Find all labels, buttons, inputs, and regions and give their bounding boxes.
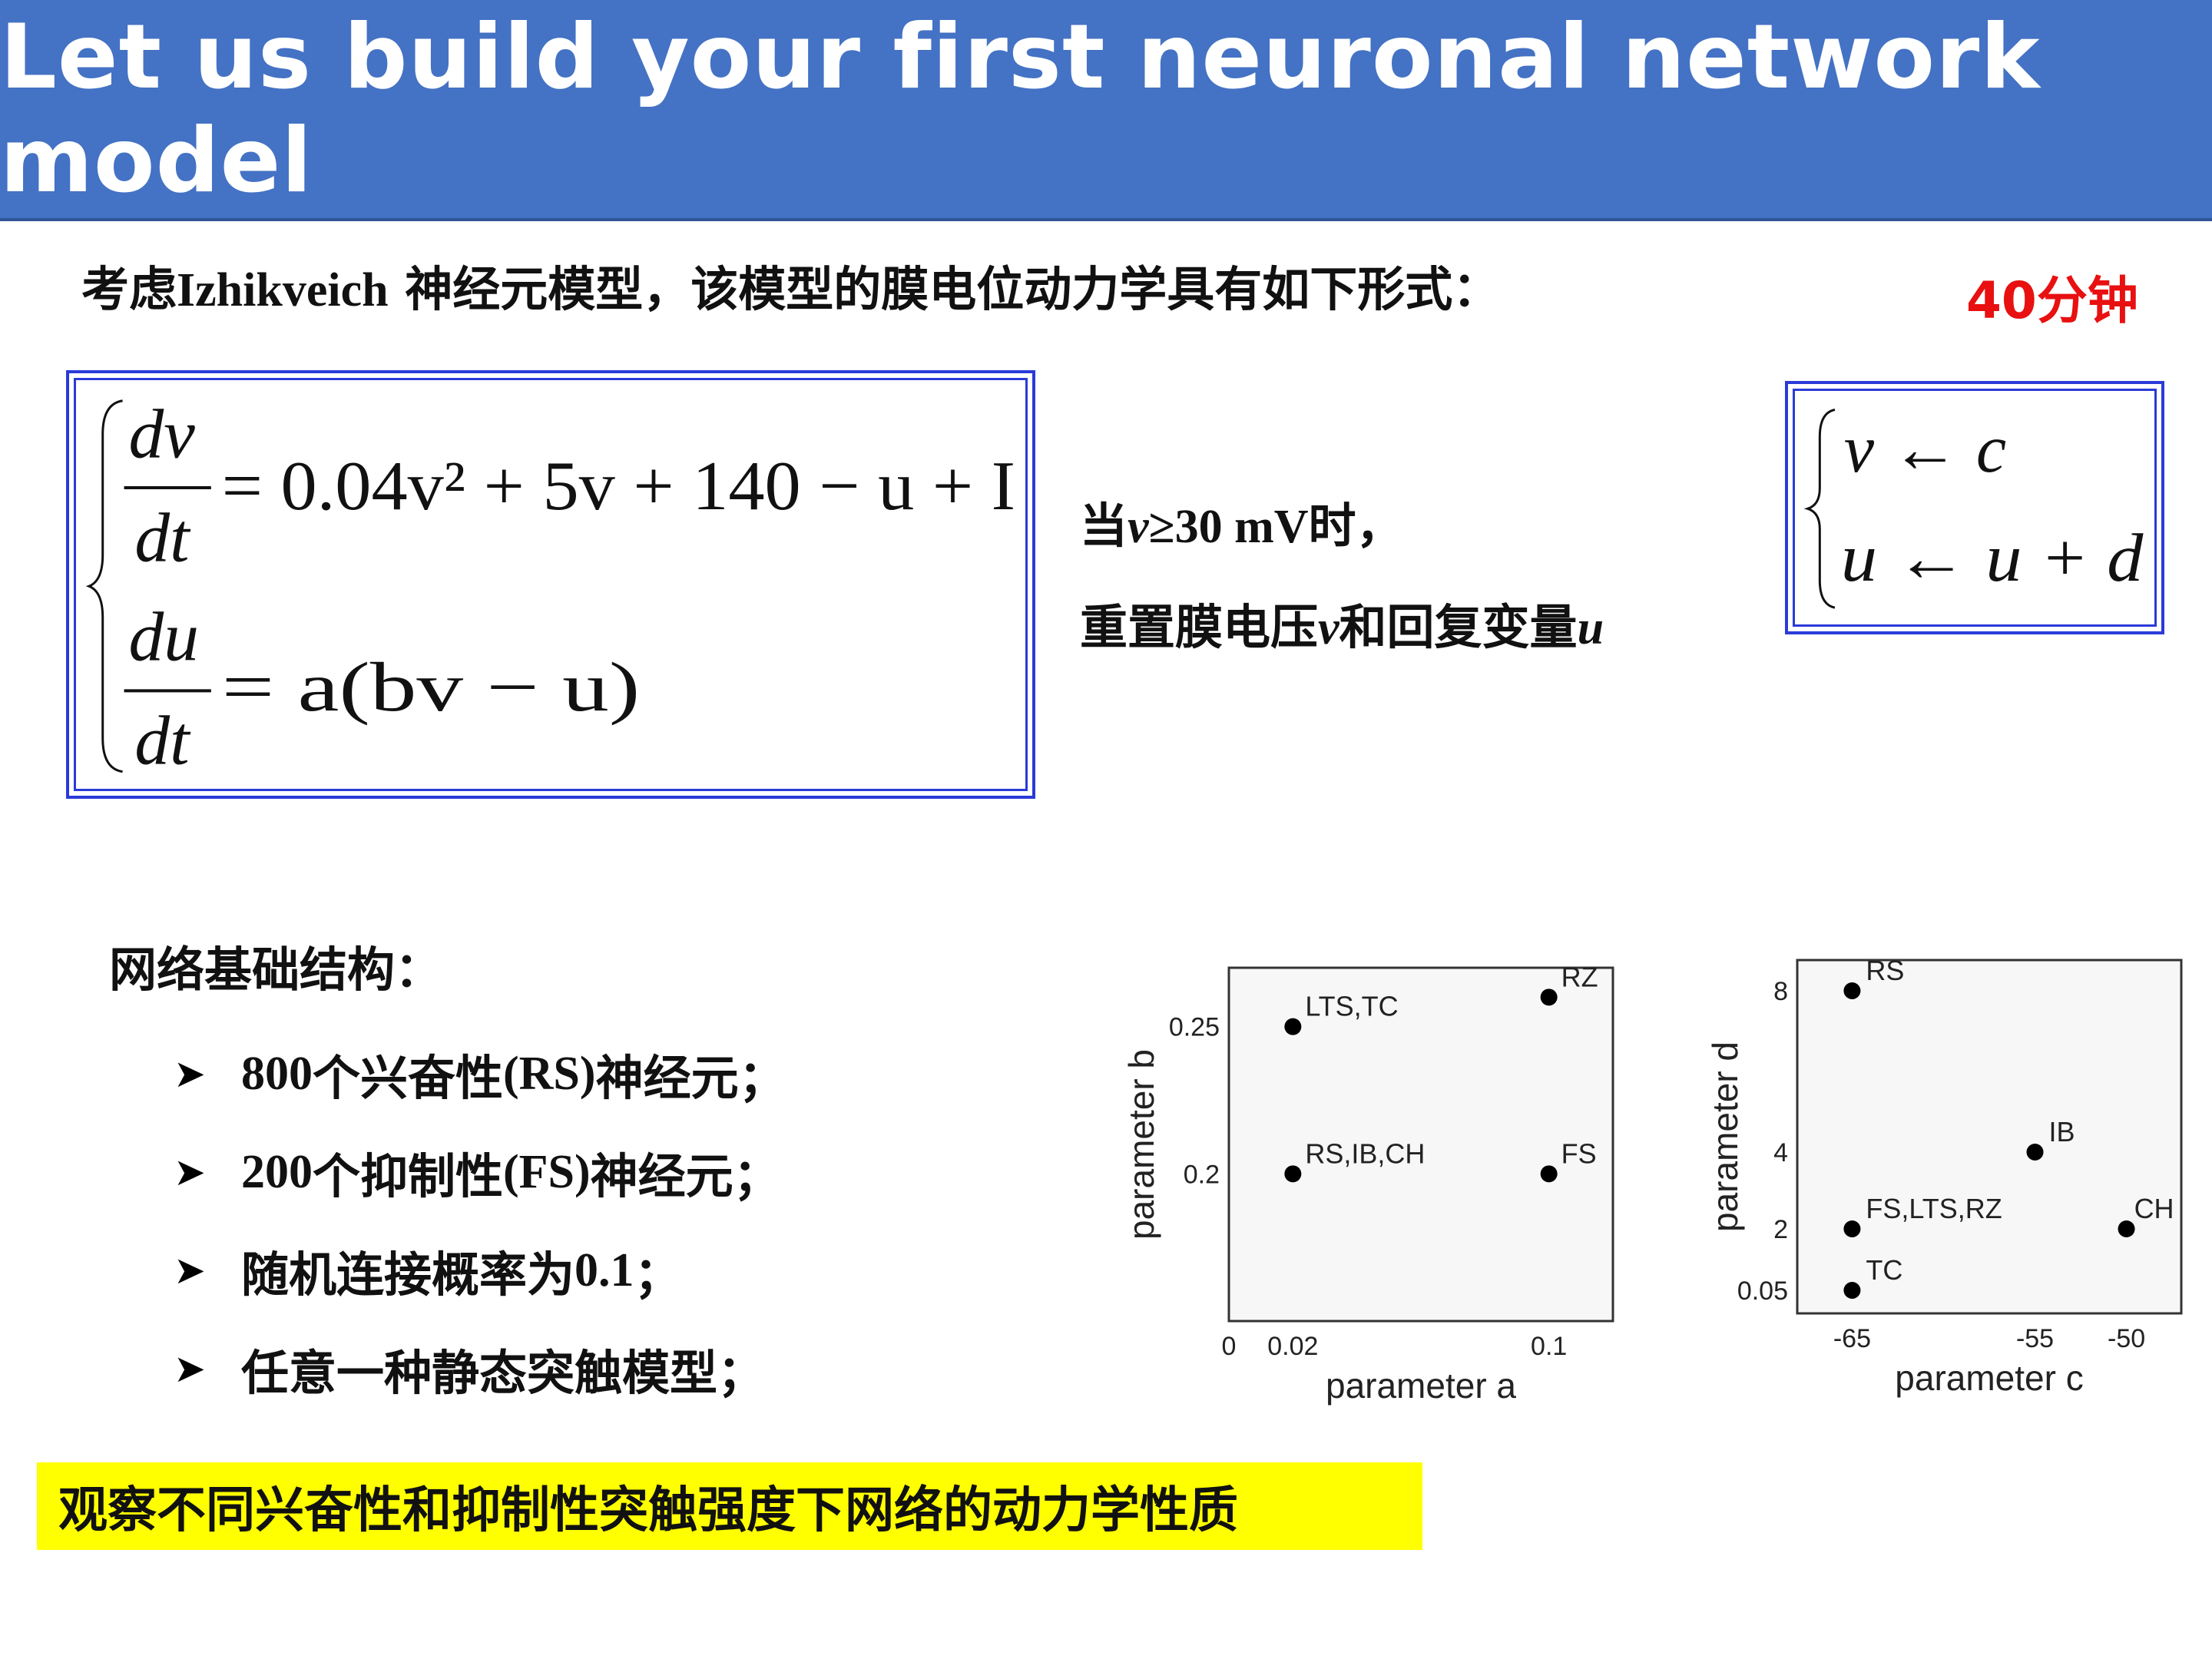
data-point-label: IB [2049,1116,2075,1147]
x-axis-label: parameter a [1326,1366,1516,1406]
reset-cond-var-v: v [1128,501,1149,553]
x-tick-label: 0.02 [1267,1332,1318,1361]
scatter-chart-cd: -65 -55 -50 0.05 2 4 8 parameter c parameter d RS… [1705,945,2197,1429]
equation-brace [85,399,123,773]
data-point [1843,1282,1861,1299]
reset-brace [1803,409,1836,609]
y-tick-label: 4 [1773,1138,1788,1167]
reset-condition-line2: 重置膜电压v和回复变量u [1080,588,1604,657]
scatter-chart-ab-svg: 0 0.02 0.1 0.2 0.25 parameter a parameter b LTS… [1121,961,1614,1406]
eq1-denominator: dt [134,498,191,576]
reset-cond-threshold: ≥30 mV [1148,501,1309,553]
izhikevich-equation-box: dv dt = 0.04v² + 5v + 140 − u + I du dt … [66,370,1035,799]
data-point-label: CH [2134,1193,2174,1224]
x-tick-label: -55 [2016,1324,2054,1353]
data-point-label: FS [1561,1137,1597,1169]
reset-cond-then: 时， [1308,498,1404,554]
reset-membrane-text: 重置膜电压 [1080,599,1319,655]
data-point-label: RS,IB,CH [1305,1137,1425,1169]
eq2-denominator: dt [134,702,191,780]
x-axis-label: parameter c [1895,1358,2083,1398]
eq1-numerator: dv [129,395,196,472]
data-point-label: FS,LTS,RZ [1866,1193,2002,1224]
reset-recovery-text: 和回复变量 [1339,599,1578,655]
arrowhead-bullet-icon: ➤ [174,1150,206,1194]
y-tick-label: 0.25 [1169,1013,1220,1042]
data-point-label: LTS,TC [1305,991,1398,1022]
y-axis-label: parameter d [1705,1041,1745,1232]
scatter-chart-ab: 0 0.02 0.1 0.2 0.25 parameter a parameter b LTS… [1114,952,1636,1429]
plot-frame [1796,959,2183,1315]
slide-title: Let us build your first neuronal network… [0,5,2041,213]
reset-var-u: u [1577,602,1604,654]
intro-suffix: 神经元模型，该模型的膜电位动力学具有如下形式： [388,261,1501,317]
data-point [1843,1220,1861,1237]
arrowhead-bullet-icon: ➤ [174,1051,206,1096]
x-tick-label: -65 [1833,1324,1871,1353]
reset-equation-box: v ← c u ← u + d [1785,381,2164,634]
y-tick-label: 2 [1773,1215,1788,1244]
eq2-rhs: = a(bv − u) [222,648,641,726]
intro-model-name: Izhikveich [177,264,389,316]
reset-condition-line1: 当v≥30 mV时， [1080,487,1404,556]
intro-text: 考虑Izhikveich 神经元模型，该模型的膜电位动力学具有如下形式： [81,250,1500,320]
list-item: ➤ 任意一种静态突触模型； [174,1345,766,1401]
y-tick-label: 8 [1773,977,1788,1006]
network-structure-title: 网络基础结构： [109,942,443,998]
data-point-label: RS [1866,955,1904,986]
reset-eq-line2: u ← u + d [1841,521,2144,596]
data-point [2026,1144,2044,1161]
reset-cond-when: 当 [1080,498,1128,554]
x-tick-label: 0 [1222,1332,1237,1361]
data-point [1540,988,1558,1006]
eq1-rhs: = 0.04v² + 5v + 140 − u + I [222,447,1015,525]
data-point [1540,1165,1558,1183]
y-tick-label: 0.05 [1737,1277,1788,1306]
intro-prefix: 考虑 [81,261,177,317]
highlight-text: 观察不同兴奋性和抑制性突触强度下网络的动力学性质 [58,1482,1238,1539]
reset-var-v: v [1318,602,1339,654]
highlight-task-banner: 观察不同兴奋性和抑制性突触强度下网络的动力学性质 [37,1462,1422,1550]
y-tick-label: 0.2 [1184,1160,1220,1189]
data-point [1284,1165,1302,1183]
data-point-label: RZ [1561,961,1598,992]
reset-eq-line1: v ← c [1844,412,2006,487]
data-point [1843,982,1861,999]
time-badge: 40分钟 [1966,271,2138,330]
eq2-numerator: du [129,598,199,676]
data-point [2118,1220,2135,1237]
arrowhead-bullet-icon: ➤ [174,1248,206,1293]
x-tick-label: -50 [2108,1324,2145,1353]
reset-equations: v ← c u ← u + d [1803,409,2144,609]
x-tick-label: 0.1 [1531,1332,1567,1361]
arrowhead-bullet-icon: ➤ [174,1346,206,1391]
data-point-label: TC [1866,1254,1902,1286]
izhikevich-equations: dv dt = 0.04v² + 5v + 140 − u + I du dt … [85,395,1015,780]
title-bar: Let us build your first neuronal network… [0,0,2212,221]
scatter-chart-cd-svg: -65 -55 -50 0.05 2 4 8 parameter c parameter d RS… [1705,955,2183,1398]
y-axis-label: parameter b [1121,1049,1161,1240]
data-point [1284,1018,1302,1035]
